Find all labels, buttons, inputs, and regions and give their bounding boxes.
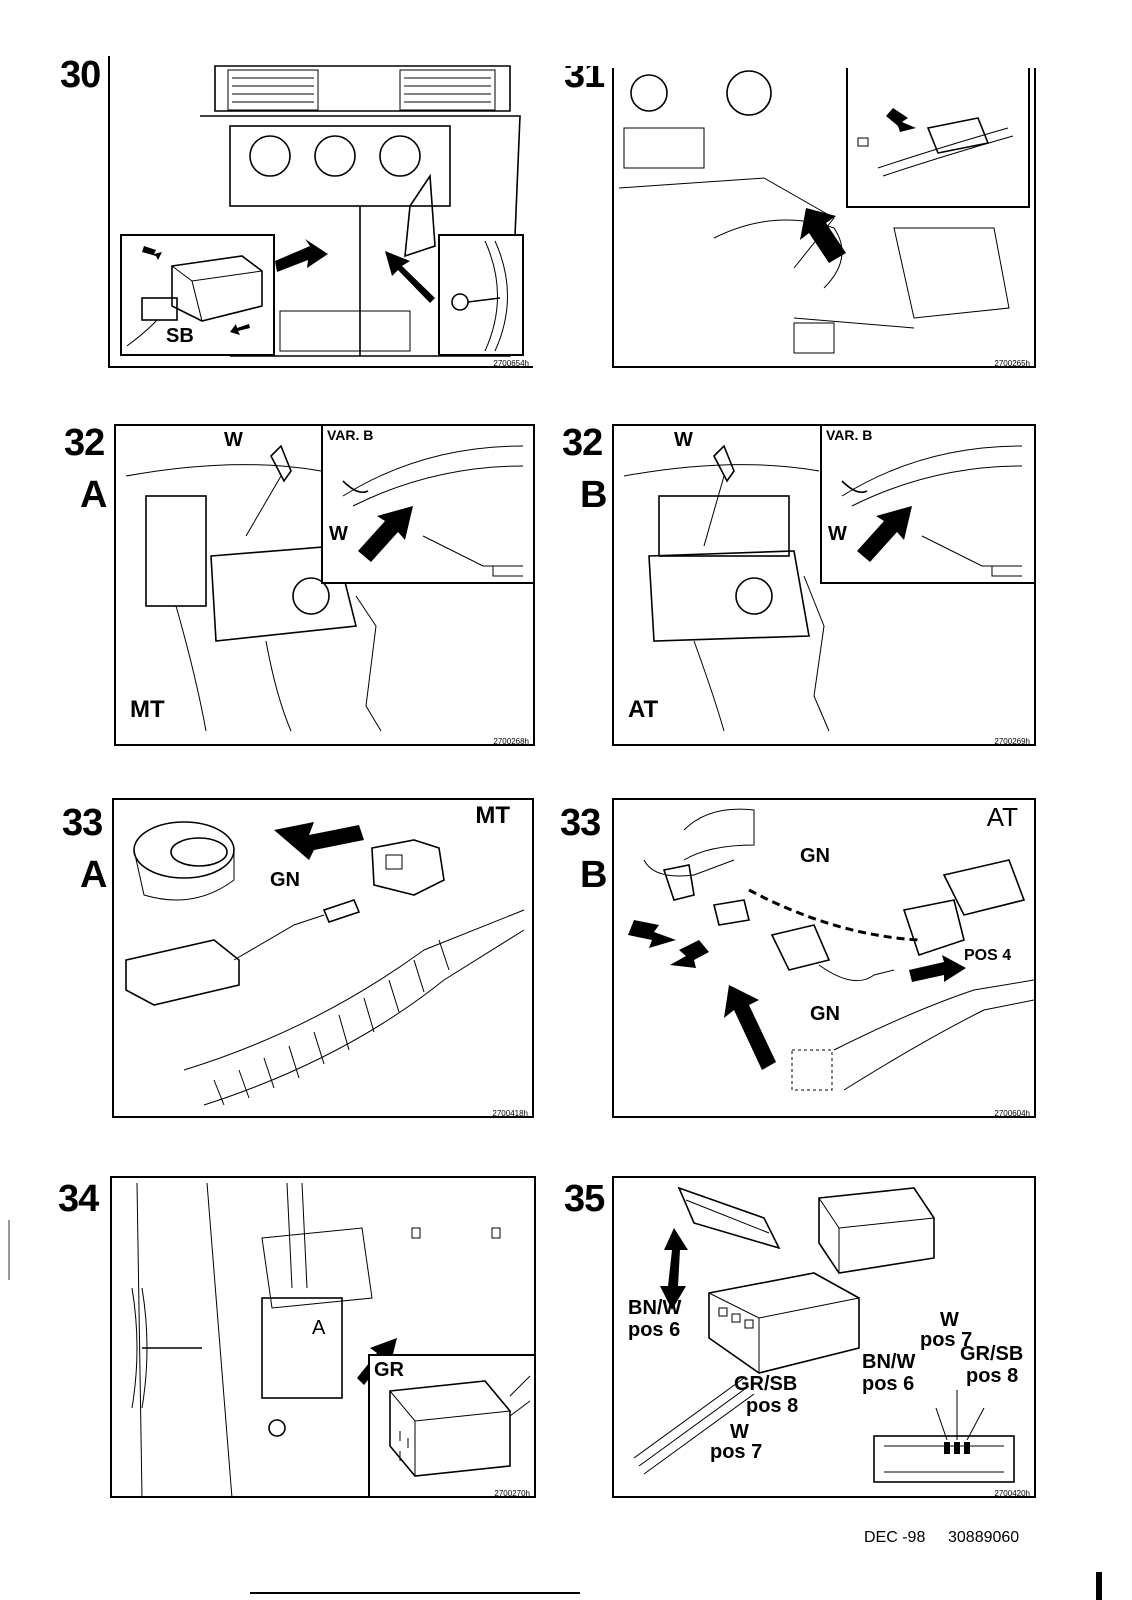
step-32b-illustration: W VAR. B W AT 2700269h [612, 424, 1036, 746]
step-32a-ref-code: 2700268h [493, 737, 529, 746]
step-35-grsb-left-label: GR/SB [734, 1373, 798, 1395]
step-32a-varb-inset: VAR. B W [321, 426, 533, 584]
step-34-illustration: A GR 2700270h [110, 1176, 536, 1498]
step-35-bnw-left-label: BN/W [628, 1297, 682, 1319]
step-35-grsb-right-pos: pos 8 [966, 1365, 1019, 1387]
step-33b-number: 33 [560, 802, 601, 844]
footer-date: DEC -98 [864, 1529, 926, 1546]
step-32b-sub: B [580, 474, 608, 516]
step-35-number: 35 [564, 1178, 605, 1220]
step-31-ref-code: 2700265h [994, 359, 1030, 368]
step-30-ref-code: 2700654h [493, 359, 529, 368]
step-33b-at-label: AT [986, 802, 1018, 832]
step-32a-number: 32 [64, 422, 105, 464]
step-35-illustration: BN/W pos 6 GR/SB pos 8 W pos 7 W pos 7 B… [612, 1176, 1036, 1498]
step-34-a-label: A [312, 1317, 326, 1339]
at-harness-connector-drawing [628, 808, 1034, 1091]
step-33b-pos4-label: POS 4 [964, 947, 1012, 964]
step-30-ecu-inset: SB [120, 234, 275, 356]
step-32a-sub: A [80, 474, 108, 516]
step-35-grsb-left-pos: pos 8 [746, 1395, 799, 1417]
step-32a-var-b-label: VAR. B [327, 427, 374, 443]
step-32b-number: 32 [562, 422, 603, 464]
mt-harness-connector-drawing [125, 821, 525, 1106]
step-32a-w-inset-label: W [329, 523, 348, 545]
step-34-gr-connector-inset: GR [368, 1354, 534, 1496]
step-32b-var-b-label: VAR. B [826, 427, 873, 443]
step-35-w-left-label: W [730, 1421, 749, 1443]
step-35-bnw-left-pos: pos 6 [628, 1319, 681, 1341]
step-33a-sub: A [80, 854, 108, 896]
step-35-w-right-pos: pos 7 [920, 1329, 973, 1351]
step-35-bnw-right-label: BN/W [862, 1351, 916, 1373]
step-33b-illustration: AT GN POS 4 GN 2700604h [612, 798, 1036, 1118]
step-32b-w-label: W [674, 429, 693, 451]
step-32b-ref-code: 2700269h [994, 737, 1030, 746]
step-33b-gn-top-label: GN [800, 845, 830, 867]
scan-mark [8, 1220, 10, 1280]
step-35-bnw-right-pos: pos 6 [862, 1373, 915, 1395]
step-33a-number: 33 [62, 802, 103, 844]
instrument-panel-drawing [618, 70, 1010, 354]
step-35-ref-code: 2700420h [994, 1489, 1030, 1498]
step-32a-mt-label: MT [130, 696, 165, 723]
step-34-number: 34 [58, 1178, 99, 1220]
step-35-w-left-pos: pos 7 [710, 1441, 763, 1463]
corner-mark [1096, 1572, 1102, 1600]
step-30-number: 30 [60, 54, 101, 96]
step-33b-ref-code: 2700604h [994, 1109, 1030, 1118]
step-32b-w-inset-label: W [828, 523, 847, 545]
step-35-grsb-right-label: GR/SB [960, 1343, 1024, 1365]
step-30-sb-label: SB [166, 325, 194, 347]
connector-pin-positions-drawing [633, 1186, 1015, 1483]
step-31-number: 31 [564, 54, 605, 96]
step-35-w-right-label: W [940, 1309, 959, 1331]
step-33b-gn-bottom-label: GN [810, 1003, 840, 1025]
step-34-gr-label: GR [374, 1359, 404, 1381]
step-33a-gn-label: GN [270, 869, 300, 891]
step-33a-mt-label: MT [475, 802, 510, 829]
step-33a-ref-code: 2700418h [492, 1109, 528, 1118]
step-31-connector-inset [846, 68, 1030, 208]
step-32a-illustration: W VAR. B W MT 2700268h [114, 424, 535, 746]
step-33a-illustration: MT GN 2700418h [112, 798, 534, 1118]
step-33b-sub: B [580, 854, 608, 896]
pedal-bracket-mt-drawing [125, 444, 382, 732]
step-30-screw-inset [438, 234, 524, 356]
step-32a-w-label: W [224, 429, 243, 451]
bottom-rule [250, 1592, 580, 1594]
step-32b-at-label: AT [628, 696, 659, 723]
step-30-illustration: SB 2700654h [108, 56, 533, 368]
footer-part-number: 30889060 [948, 1529, 1020, 1546]
step-34-ref-code: 2700270h [494, 1489, 530, 1498]
step-32b-varb-inset: VAR. B W [820, 426, 1034, 584]
pedal-bracket-at-drawing [623, 444, 830, 732]
step-31-illustration: 2700265h [612, 68, 1036, 368]
